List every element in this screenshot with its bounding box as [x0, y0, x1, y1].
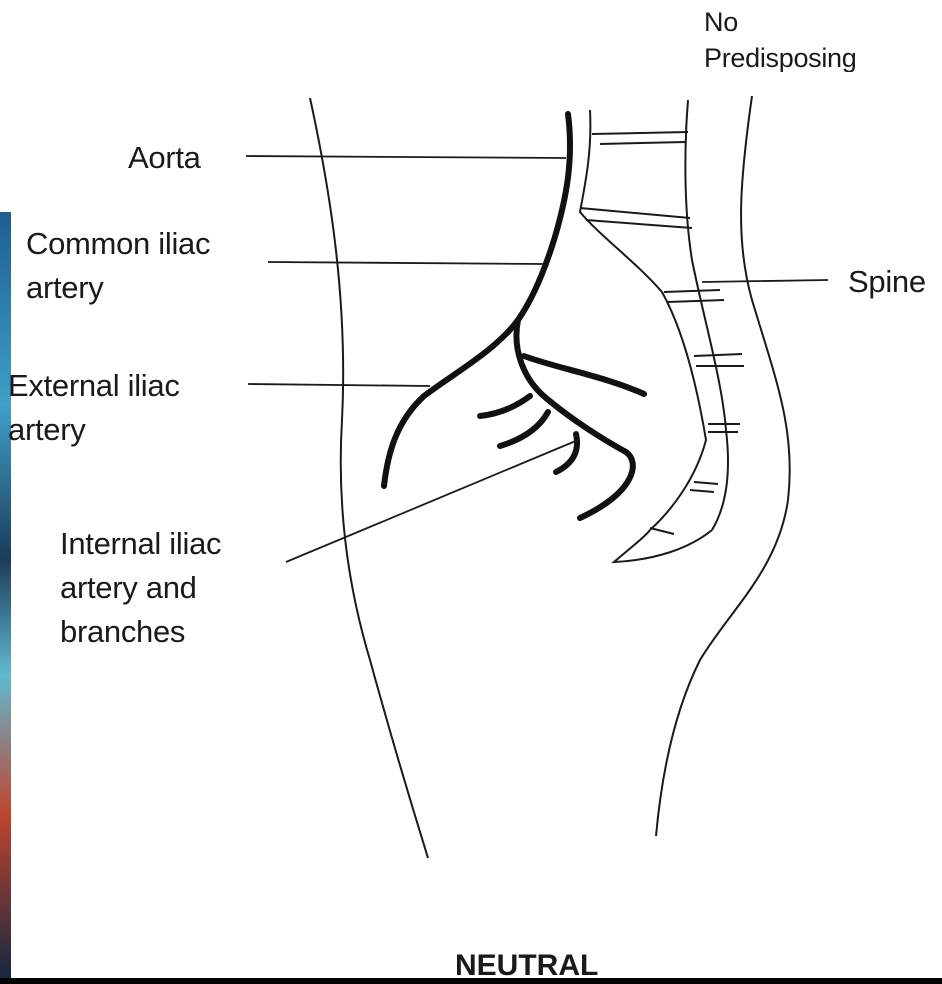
top-note-line: Predisposing [704, 40, 857, 72]
external-iliac-label: External iliac artery [8, 364, 180, 452]
bottom-edge-bar [0, 978, 942, 984]
vertebral-discs [580, 132, 744, 534]
disc-line [668, 300, 724, 302]
sacrum-tip [614, 530, 712, 562]
left-photo-strip [0, 212, 11, 984]
external-iliac-line: External iliac [8, 364, 180, 408]
disc-line [586, 220, 692, 228]
internal-iliac-branch [556, 434, 577, 472]
internal-iliac-line: branches [60, 610, 221, 654]
common-iliac-line: artery [26, 266, 210, 310]
internal-iliac-line: artery and [60, 566, 221, 610]
leader-spine [702, 280, 828, 282]
internal-iliac-vessel [516, 320, 632, 518]
internal-iliac-line: Internal iliac [60, 522, 221, 566]
spine-anterior-line [580, 110, 706, 530]
common-iliac-label: Common iliac artery [26, 222, 210, 310]
leader-aorta [246, 156, 566, 158]
top-note-label: No Predisposing [704, 4, 857, 72]
disc-line [580, 208, 690, 218]
aorta-vessel [384, 114, 570, 486]
back-outline-right [656, 96, 790, 836]
artery-tree [384, 114, 644, 518]
spine-label: Spine [848, 260, 926, 304]
internal-iliac-label: Internal iliac artery and branches [60, 522, 221, 654]
disc-line [600, 142, 686, 144]
disc-line [694, 482, 718, 484]
disc-line [650, 528, 674, 534]
disc-line [694, 354, 742, 356]
leader-internal-iliac [286, 440, 578, 562]
body-outline-left [310, 98, 428, 858]
external-iliac-line: artery [8, 408, 180, 452]
common-iliac-line: Common iliac [26, 222, 210, 266]
leader-external-iliac [248, 384, 430, 386]
aorta-label: Aorta [128, 136, 201, 180]
leader-common-iliac [268, 262, 544, 264]
disc-line [690, 490, 714, 492]
disc-line [664, 290, 720, 292]
disc-line [592, 132, 688, 134]
internal-iliac-branch [524, 356, 644, 394]
spine-posterior-line [685, 100, 728, 530]
internal-iliac-branch [500, 412, 548, 446]
top-note-line: No [704, 4, 857, 40]
internal-iliac-branch [480, 396, 530, 416]
